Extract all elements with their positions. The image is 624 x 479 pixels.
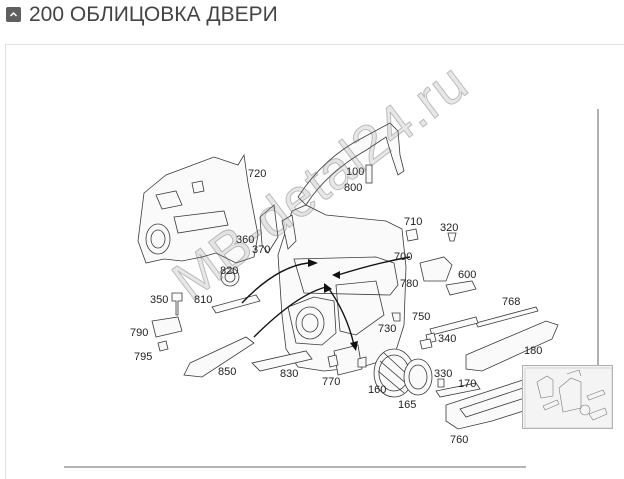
callout-800[interactable]: 800 [344, 182, 362, 194]
part-340-clip [419, 338, 433, 350]
callout-780[interactable]: 780 [400, 278, 418, 290]
callout-360[interactable]: 360 [236, 234, 254, 246]
callout-350[interactable]: 350 [150, 294, 168, 306]
collapse-button[interactable] [6, 7, 21, 22]
page-title: 200 ОБЛИЦОВКА ДВЕРИ [29, 3, 278, 26]
part-100-window-frame [297, 122, 405, 206]
part-710-clip [405, 228, 419, 242]
section-header: 200 ОБЛИЦОВКА ДВЕРИ [0, 0, 624, 36]
callout-810[interactable]: 810 [194, 294, 212, 306]
callout-750[interactable]: 750 [412, 311, 430, 323]
part-360-corner-trim [259, 204, 279, 254]
callout-720[interactable]: 720 [248, 168, 266, 180]
callout-795[interactable]: 795 [134, 351, 152, 363]
part-170-strip [435, 382, 481, 398]
part-850-armrest [183, 336, 255, 378]
callout-760[interactable]: 760 [450, 434, 468, 446]
part-180-trim-strip [465, 320, 559, 372]
callout-730[interactable]: 730 [378, 323, 396, 335]
callout-100[interactable]: 100 [346, 166, 364, 178]
part-768-seal-strip [475, 306, 539, 328]
part-320-screw [447, 232, 457, 242]
part-810-strip [211, 294, 261, 314]
part-780-lever [445, 280, 477, 296]
callout-820[interactable]: 820 [220, 265, 238, 277]
diagram-thumbnail[interactable] [522, 365, 613, 429]
part-790-switch [151, 316, 183, 338]
callout-700[interactable]: 700 [394, 251, 412, 263]
callout-710[interactable]: 710 [404, 216, 422, 228]
part-door-trim-panel [277, 204, 407, 372]
callout-170[interactable]: 170 [458, 378, 476, 390]
parts-diagram: 100 800 720 710 320 360 370 700 820 600 … [64, 109, 599, 468]
part-350-bolt [171, 292, 183, 316]
callout-165[interactable]: 165 [398, 399, 416, 411]
callout-850[interactable]: 850 [218, 366, 236, 378]
collapse-icon [9, 11, 18, 17]
callout-320[interactable]: 320 [440, 222, 458, 234]
callout-770[interactable]: 770 [322, 376, 340, 388]
callout-768[interactable]: 768 [502, 296, 520, 308]
callout-160[interactable]: 160 [368, 384, 386, 396]
callout-340[interactable]: 340 [438, 333, 456, 345]
diagram-viewer[interactable]: 100 800 720 710 320 360 370 700 820 600 … [5, 44, 624, 479]
callout-830[interactable]: 830 [280, 368, 298, 380]
part-750-strip [429, 316, 479, 336]
callout-370[interactable]: 370 [252, 244, 270, 256]
part-770-handle-bracket [333, 344, 363, 376]
part-330-screw [437, 378, 445, 388]
part-830-grab-handle [251, 350, 313, 372]
part-165-speaker-ring [403, 358, 433, 396]
part-600-bracket [419, 256, 453, 282]
callout-600[interactable]: 600 [458, 269, 476, 281]
thumbnail-preview-icon [524, 367, 613, 429]
callout-330[interactable]: 330 [434, 368, 452, 380]
part-730-screw [391, 312, 401, 322]
callout-790[interactable]: 790 [130, 327, 148, 339]
callout-180[interactable]: 180 [524, 345, 542, 357]
